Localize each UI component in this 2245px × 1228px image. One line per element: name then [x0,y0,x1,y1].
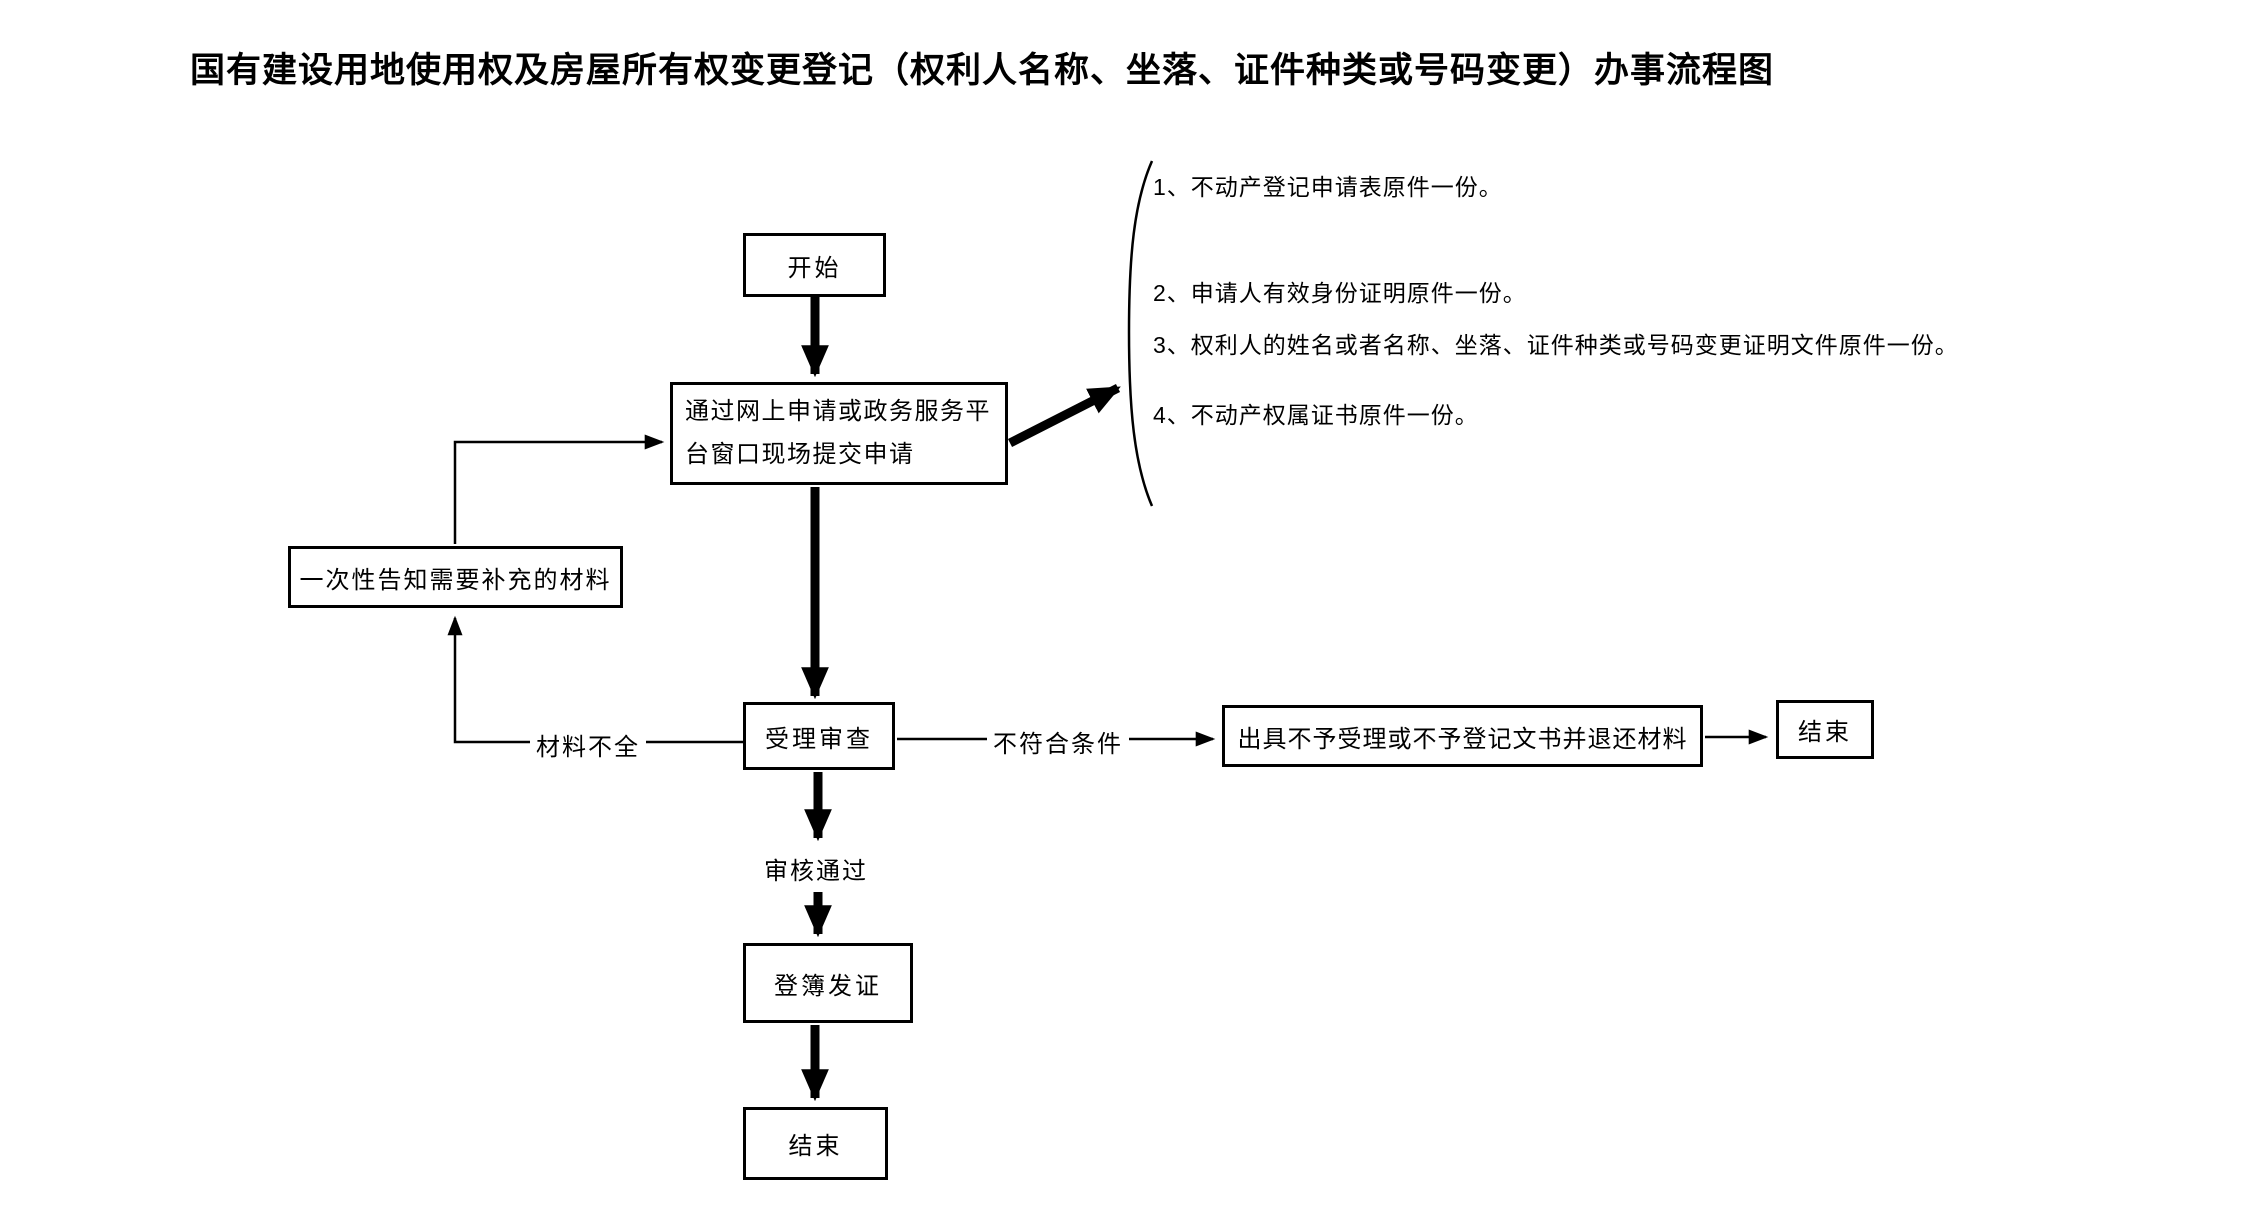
material-item-4: 4、不动产权属证书原件一份。 [1153,402,1479,428]
material-item-1: 1、不动产登记申请表原件一份。 [1153,174,1503,200]
material-item-2: 2、申请人有效身份证明原件一份。 [1153,280,1527,306]
edge-label-materials-incomplete: 材料不全 [530,727,646,762]
node-end-right: 结束 [1776,700,1874,759]
page-title: 国有建设用地使用权及房屋所有权变更登记（权利人名称、坐落、证件种类或号码变更）办… [190,51,1775,90]
materials-brace [1127,160,1154,507]
node-register-issue-certificate: 登簿发证 [743,943,913,1023]
node-end-bottom: 结束 [743,1107,888,1180]
node-notify-supplement-materials: 一次性告知需要补充的材料 [288,546,623,608]
node-reject-and-return-materials: 出具不予受理或不予登记文书并退还材料 [1222,705,1703,767]
node-accept-review: 受理审查 [743,702,895,770]
node-start: 开始 [743,233,886,297]
material-item-3: 3、权利人的姓名或者名称、坐落、证件种类或号码变更证明文件原件一份。 [1153,332,1959,358]
node-submit-application: 通过网上申请或政务服务平台窗口现场提交申请 [670,382,1008,485]
edge-label-review-passed: 审核通过 [764,859,868,885]
edge-label-not-meet-conditions: 不符合条件 [987,724,1129,759]
arrow-review-to-notify-feedback [447,615,744,744]
arrow-notify-to-submit-feedback [453,434,665,544]
arrow-submit-to-materials-diagonal [1007,383,1121,448]
